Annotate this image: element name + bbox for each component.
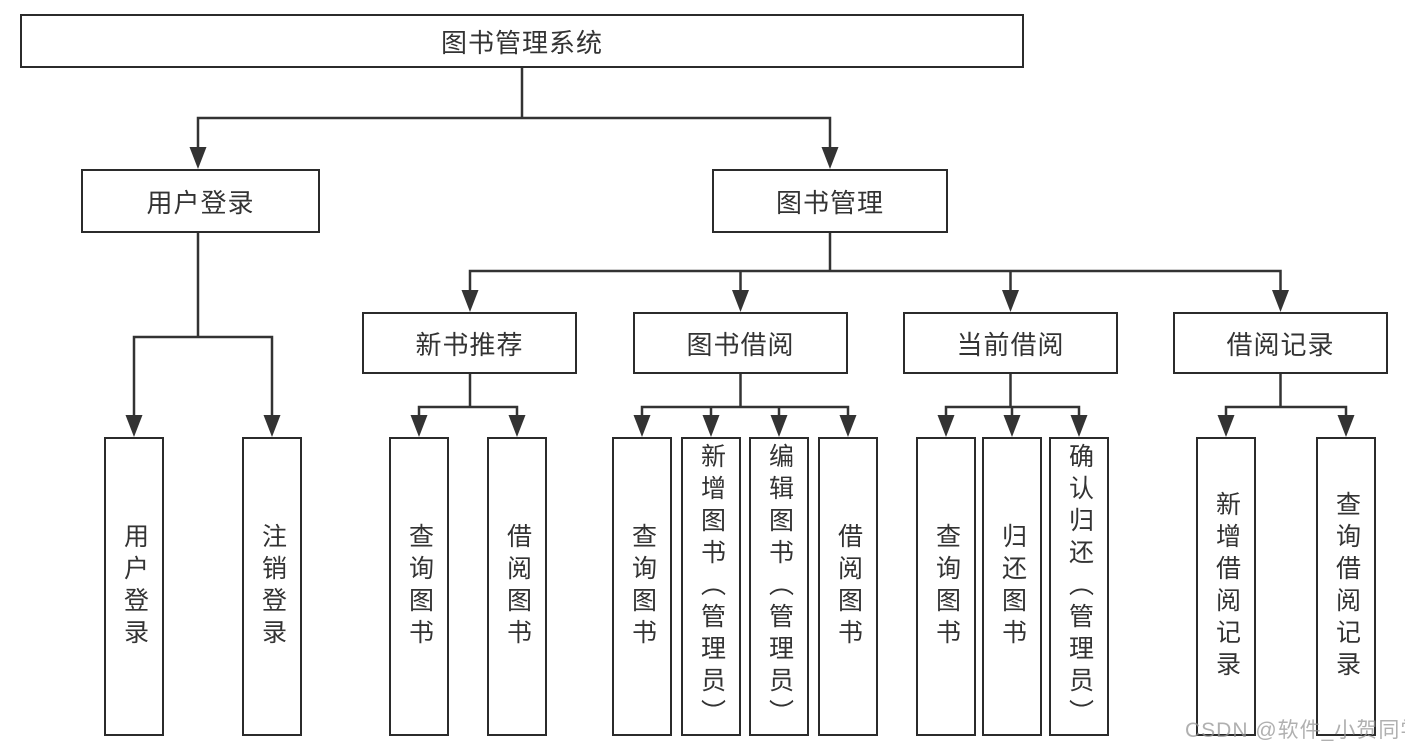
node-book-borrowing: 图书借阅: [633, 312, 848, 374]
node-library-management-system: 图书管理系统: [20, 14, 1024, 68]
leaf-return-books: 归还图书: [982, 437, 1042, 736]
leaf-query-books-current: 查询图书: [916, 437, 976, 736]
leaf-borrow-books-recommend: 借阅图书: [487, 437, 547, 736]
leaf-logout: 注销登录: [242, 437, 302, 736]
leaf-query-books-borrowing: 查询图书: [612, 437, 672, 736]
leaf-borrow-books: 借阅图书: [818, 437, 878, 736]
leaf-add-books-admin: 新增图书（管理员）: [681, 437, 741, 736]
leaf-user-login: 用户登录: [104, 437, 164, 736]
node-new-book-recommendation: 新书推荐: [362, 312, 577, 374]
csdn-watermark: CSDN @软件_小贺同学: [1185, 719, 1405, 742]
node-borrowing-records: 借阅记录: [1173, 312, 1388, 374]
node-book-management: 图书管理: [712, 169, 948, 233]
leaf-add-borrow-record: 新增借阅记录: [1196, 437, 1256, 736]
node-current-borrowing: 当前借阅: [903, 312, 1118, 374]
leaf-query-borrow-record: 查询借阅记录: [1316, 437, 1376, 736]
leaf-query-books-recommend: 查询图书: [389, 437, 449, 736]
arrowheads: [125, 147, 1355, 437]
leaf-confirm-return-admin: 确认归还（管理员）: [1049, 437, 1109, 736]
node-user-login: 用户登录: [81, 169, 320, 233]
leaf-edit-books-admin: 编辑图书（管理员）: [749, 437, 809, 736]
